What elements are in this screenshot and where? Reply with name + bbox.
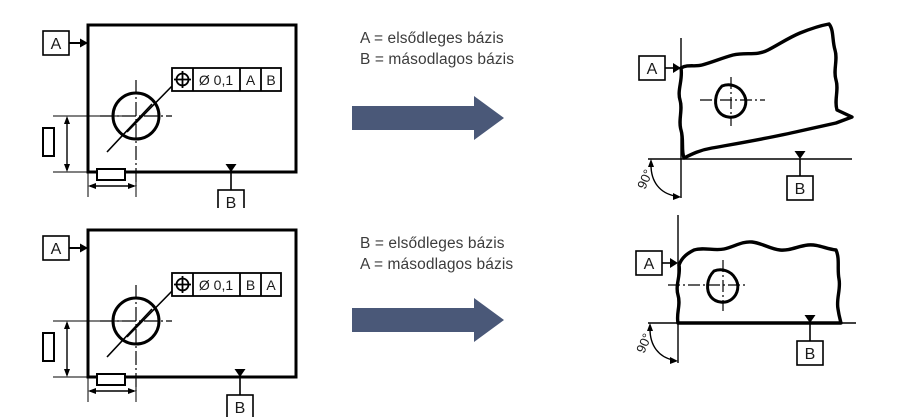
datum-b-triangle [804, 315, 816, 323]
horizontal-basic-dimension [87, 373, 137, 402]
hole-slash-line [106, 308, 153, 358]
datum-b-box [217, 189, 245, 208]
dim-arrow-up [64, 116, 70, 124]
fcf-leader-line [126, 287, 176, 338]
datum-a-label: A [51, 36, 62, 53]
legend-line-primary: B = elsődleges bázis [360, 235, 505, 252]
fcf-outer-box [171, 272, 282, 297]
comparison-row-a-primary: A B [0, 0, 912, 208]
comparison-row-b-primary: A B [0, 209, 912, 417]
dim-arrow-left [88, 183, 96, 189]
angle-label: 90° [634, 167, 656, 191]
arrow-shape [352, 96, 504, 140]
datum-a-box [42, 30, 70, 56]
vertical-basic-dimension [42, 115, 136, 173]
transition-arrow-top [352, 96, 504, 140]
vertical-basic-dimension [42, 320, 136, 378]
real-part-outline [677, 22, 854, 160]
nominal-drawing-bottom: A B [42, 228, 298, 417]
angle-arrow-top [648, 159, 654, 167]
datum-b-triangle [794, 151, 806, 159]
basic-dimension-box-horizontal [96, 373, 126, 386]
basic-dimension-box-horizontal [96, 168, 126, 181]
datum-b-box [796, 340, 824, 366]
position-tolerance-symbol [174, 71, 191, 88]
legend-line-secondary: B = másodlagos bázis [360, 51, 515, 68]
dim-arrow-down [64, 369, 70, 377]
arrow-shape [352, 298, 504, 342]
angle-arrow-right [673, 193, 681, 200]
feature-control-frame-bottom: Ø 0,1 B A [171, 272, 282, 297]
row-top-graphics: A B [42, 22, 854, 208]
dim-arrow-right [128, 388, 136, 394]
datum-b-triangle [234, 369, 246, 377]
legend-line-secondary: A = másodlagos bázis [360, 256, 514, 273]
dim-arrow-down [64, 164, 70, 172]
fcf-leader-line [126, 82, 176, 133]
datum-a-label: A [644, 256, 655, 273]
datum-b-label: B [795, 181, 806, 198]
basic-dimension-box-vertical [42, 127, 55, 157]
datum-b-label: B [805, 346, 816, 363]
datum-a-triangle [80, 38, 88, 48]
angle-annotation: 90° [633, 323, 678, 364]
fcf-tolerance-value: Ø 0,1 [199, 277, 233, 293]
row-bottom-graphics: A B [42, 215, 856, 417]
real-part-top: A B 90° [634, 22, 854, 201]
nominal-drawing-top: A B [42, 23, 298, 208]
legend-top: A = elsődleges bázis B = másodlagos bázi… [360, 28, 514, 70]
position-tolerance-symbol [174, 276, 191, 293]
datum-b-box [226, 394, 254, 417]
angle-arrow-top [647, 323, 653, 331]
datum-b-triangle [225, 164, 237, 172]
hole-slash-line [106, 103, 153, 153]
datum-b-label: B [226, 195, 237, 208]
transition-arrow-bottom [352, 298, 504, 342]
legend-bottom: B = elsődleges bázis A = másodlagos bázi… [360, 233, 513, 275]
basic-dimension-box-vertical [42, 332, 55, 362]
datum-a-box [635, 250, 663, 276]
angle-label: 90° [633, 331, 655, 355]
fcf-secondary-datum: A [266, 277, 276, 293]
angle-annotation: 90° [634, 159, 681, 200]
horizontal-basic-dimension [87, 168, 137, 197]
legend-line-primary: A = elsődleges bázis [360, 30, 504, 47]
datum-b-box [786, 175, 814, 201]
dim-arrow-left [88, 388, 96, 394]
real-part-outline [675, 240, 843, 325]
fcf-outer-box [171, 67, 282, 92]
angle-arrow-right [670, 357, 678, 364]
datum-b-label: B [235, 400, 246, 417]
fcf-primary-datum: A [246, 72, 256, 88]
fcf-primary-datum: B [246, 277, 255, 293]
fcf-tolerance-value: Ø 0,1 [199, 72, 233, 88]
dim-arrow-up [64, 321, 70, 329]
datum-a-label: A [51, 241, 62, 258]
datum-a-triangle [80, 243, 88, 253]
datum-a-label: A [647, 61, 658, 78]
angle-arc [650, 164, 676, 197]
dim-arrow-right [128, 183, 136, 189]
angle-arc [649, 328, 674, 361]
feature-control-frame-top: Ø 0,1 A B [171, 67, 282, 92]
real-part-bottom: A B 90° [633, 215, 856, 366]
fcf-secondary-datum: B [266, 72, 275, 88]
